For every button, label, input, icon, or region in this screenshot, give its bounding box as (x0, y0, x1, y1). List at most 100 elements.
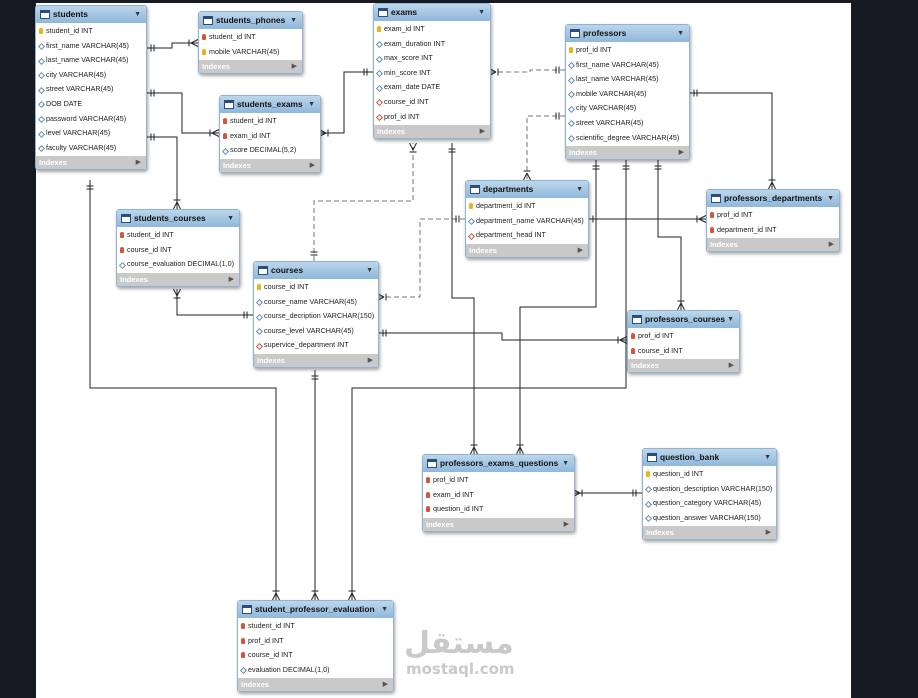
column-row[interactable]: level VARCHAR(45) (36, 126, 146, 141)
column-row[interactable]: evaluation DECIMAL(1,0) (238, 663, 393, 678)
column-row[interactable]: exam_id INT (374, 22, 490, 37)
collapse-arrow-icon[interactable]: ▼ (308, 101, 315, 108)
relationship-line-courses-to-professors-courses[interactable] (377, 332, 627, 341)
table-header[interactable]: student_professor_evaluation▼ (238, 601, 393, 618)
column-row[interactable]: student_id INT (199, 30, 302, 45)
collapse-arrow-icon[interactable]: ▼ (290, 17, 297, 24)
indexes-section[interactable]: Indexes▶ (36, 156, 146, 170)
column-row[interactable]: min_score INT (374, 66, 490, 81)
column-row[interactable]: department_id INT (707, 223, 839, 238)
relationship-line-professors-to-professors-courses[interactable] (657, 160, 682, 310)
table-header[interactable]: exams▼ (374, 4, 490, 21)
column-row[interactable]: prof_id INT (423, 473, 574, 488)
collapse-arrow-icon[interactable]: ▼ (677, 30, 684, 37)
indexes-section[interactable]: Indexes▶ (199, 60, 302, 74)
column-row[interactable]: mobile VARCHAR(45) (566, 87, 689, 102)
column-row[interactable]: exam_id INT (220, 129, 320, 144)
relationship-line-students-to-students-courses[interactable] (145, 136, 178, 209)
collapse-arrow-icon[interactable]: ▼ (576, 186, 583, 193)
column-row[interactable]: course_name VARCHAR(45) (254, 295, 378, 310)
column-row[interactable]: prof_id INT (238, 634, 393, 649)
column-row[interactable]: course_id INT (117, 243, 239, 258)
column-row[interactable]: course_decription VARCHAR(150) (254, 309, 378, 324)
relationship-line-departments-to-courses[interactable] (377, 218, 465, 298)
collapse-arrow-icon[interactable]: ▼ (227, 215, 234, 222)
column-row[interactable]: course_id INT (238, 648, 393, 663)
column-row[interactable]: mobile VARCHAR(45) (199, 45, 302, 60)
column-row[interactable]: course_id INT (374, 95, 490, 110)
indexes-section[interactable]: Indexes▶ (566, 146, 689, 160)
expand-arrow-icon[interactable]: ▶ (577, 246, 583, 254)
expand-arrow-icon[interactable]: ▶ (228, 275, 234, 283)
collapse-arrow-icon[interactable]: ▼ (381, 606, 388, 613)
column-row[interactable]: prof_id INT (628, 329, 739, 344)
indexes-section[interactable]: Indexes▶ (117, 272, 239, 286)
collapse-arrow-icon[interactable]: ▼ (366, 267, 373, 274)
table-header[interactable]: professors_departments▼ (707, 190, 839, 207)
column-row[interactable]: score DECIMAL(5,2) (220, 143, 320, 158)
column-row[interactable]: student_id INT (220, 114, 320, 129)
indexes-section[interactable]: Indexes▶ (238, 678, 393, 692)
column-row[interactable]: city VARCHAR(45) (566, 101, 689, 116)
collapse-arrow-icon[interactable]: ▼ (478, 9, 485, 16)
column-row[interactable]: student_id INT (36, 24, 146, 39)
collapse-arrow-icon[interactable]: ▼ (134, 11, 141, 18)
indexes-section[interactable]: Indexes▶ (643, 526, 776, 540)
column-row[interactable]: prof_id INT (374, 110, 490, 125)
table-header[interactable]: professors▼ (566, 25, 689, 42)
column-row[interactable]: supervice_department INT (254, 338, 378, 353)
column-row[interactable]: department_name VARCHAR(45) (466, 214, 588, 229)
relationship-line-professors-to-professors-departments[interactable] (688, 92, 773, 189)
column-row[interactable]: last_name VARCHAR(45) (566, 72, 689, 87)
column-row[interactable]: exam_date DATE (374, 80, 490, 95)
collapse-arrow-icon[interactable]: ▼ (727, 316, 734, 323)
column-row[interactable]: scientific_degree VARCHAR(45) (566, 131, 689, 146)
table-header[interactable]: professors_courses▼ (628, 311, 739, 328)
relationship-line-students-to-students-exams[interactable] (145, 92, 219, 134)
column-row[interactable]: prof_id INT (566, 43, 689, 58)
relationship-line-exams-to-professors-exams-questions[interactable] (451, 143, 475, 454)
column-row[interactable]: student_id INT (117, 228, 239, 243)
column-row[interactable]: first_name VARCHAR(45) (36, 39, 146, 54)
expand-arrow-icon[interactable]: ▶ (382, 681, 388, 689)
expand-arrow-icon[interactable]: ▶ (291, 63, 297, 71)
column-row[interactable]: exam_id INT (423, 488, 574, 503)
table-header[interactable]: students_exams▼ (220, 96, 320, 113)
column-row[interactable]: exam_duration INT (374, 37, 490, 52)
column-row[interactable]: DOB DATE (36, 97, 146, 112)
expand-arrow-icon[interactable]: ▶ (367, 356, 373, 364)
indexes-section[interactable]: Indexes▶ (466, 243, 588, 257)
relationship-line-students-to-student-professor-evaluation[interactable] (89, 180, 277, 600)
table-header[interactable]: students_courses▼ (117, 210, 239, 227)
column-row[interactable]: last_name VARCHAR(45) (36, 53, 146, 68)
column-row[interactable]: street VARCHAR(45) (36, 82, 146, 97)
indexes-section[interactable]: Indexes▶ (423, 517, 574, 531)
column-row[interactable]: question_answer VARCHAR(150) (643, 511, 776, 526)
expand-arrow-icon[interactable]: ▶ (828, 241, 834, 249)
column-row[interactable]: password VARCHAR(45) (36, 112, 146, 127)
indexes-section[interactable]: Indexes▶ (254, 353, 378, 367)
column-row[interactable]: department_head INT (466, 228, 588, 243)
indexes-section[interactable]: Indexes▶ (374, 125, 490, 139)
collapse-arrow-icon[interactable]: ▼ (827, 195, 834, 202)
expand-arrow-icon[interactable]: ▶ (135, 159, 141, 167)
column-row[interactable]: question_description VARCHAR(150) (643, 482, 776, 497)
relationship-line-professors-to-exams[interactable] (489, 69, 565, 73)
column-row[interactable]: prof_id INT (707, 208, 839, 223)
column-row[interactable]: faculty VARCHAR(45) (36, 141, 146, 156)
indexes-section[interactable]: Indexes▶ (707, 238, 839, 252)
table-header[interactable]: students_phones▼ (199, 12, 302, 29)
relationship-line-courses-to-students-courses[interactable] (176, 289, 253, 316)
expand-arrow-icon[interactable]: ▶ (678, 149, 684, 157)
column-row[interactable]: student_id INT (238, 619, 393, 634)
relationship-line-professors-to-student-professor-evaluation[interactable] (351, 160, 627, 600)
column-row[interactable]: course_level VARCHAR(45) (254, 324, 378, 339)
column-row[interactable]: street VARCHAR(45) (566, 116, 689, 131)
indexes-section[interactable]: Indexes▶ (628, 359, 739, 373)
expand-arrow-icon[interactable]: ▶ (309, 161, 315, 169)
